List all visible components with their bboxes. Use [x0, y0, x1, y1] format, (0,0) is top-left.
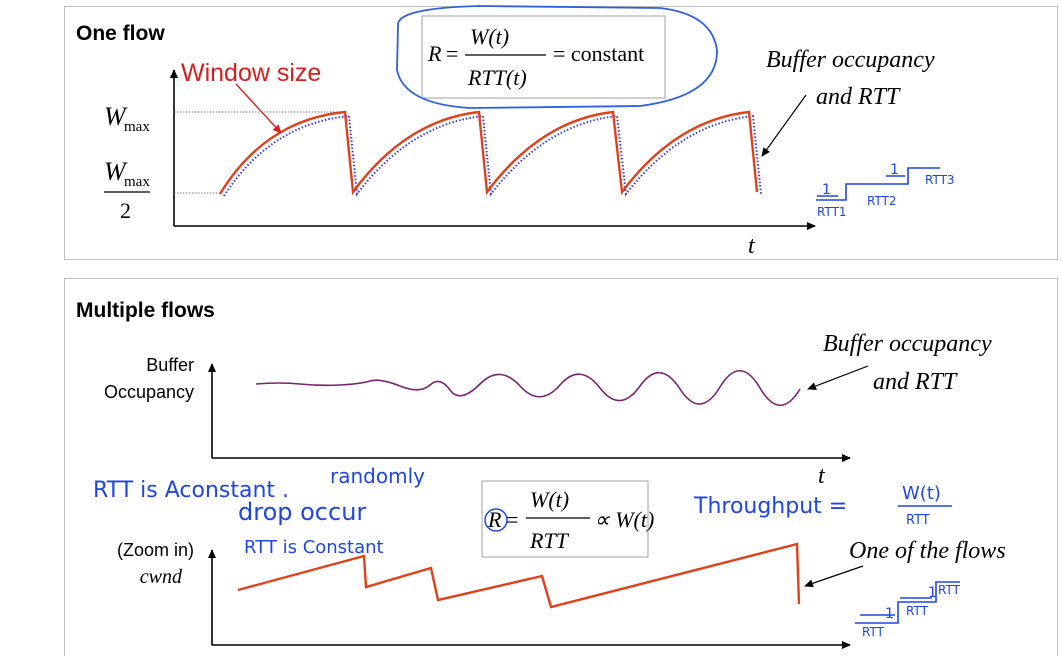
formula-box	[421, 15, 666, 99]
formula-numerator: W(t)	[470, 24, 509, 49]
top-rtt1: RTT1	[817, 205, 847, 219]
top-buffer-label-line1: Buffer occupancy	[766, 47, 935, 73]
bottom-buffer-label-line1: Buffer occupancy	[823, 331, 992, 357]
formula-lhs: R	[427, 41, 442, 66]
note-randomly: randomly	[330, 464, 425, 488]
wmax-half-numerator: W	[104, 157, 128, 186]
bottom-formula-equals: =	[506, 507, 518, 532]
bottom-step-2: 1	[928, 585, 937, 601]
throughput-numerator: W(t)	[902, 483, 941, 504]
multiple-flows-panel	[64, 278, 1058, 656]
formula-equals: =	[446, 41, 458, 66]
formula-circle-annotation	[396, 5, 718, 109]
bottom-rtt-b: RTT	[906, 604, 929, 618]
top-buffer-arrow	[761, 94, 807, 157]
top-buffer-label-line2: and RTT	[816, 84, 901, 110]
wmax-half-sub: max	[124, 174, 150, 190]
bottom-formula-lhs: R	[487, 507, 502, 532]
window-size-label: Window size	[181, 59, 321, 87]
flows-label: One of the flows	[849, 538, 1006, 564]
buffer-y-label-line2: Occupancy	[104, 382, 194, 402]
formula-denominator: RTT(t)	[467, 65, 527, 90]
bottom-step-1: 1	[885, 606, 894, 622]
window-size-curve	[218, 110, 759, 196]
multiple-flows-title: Multiple flows	[76, 299, 215, 322]
cwnd-y-label-line2: cwnd	[140, 566, 183, 588]
buffer-y-label-line1: Buffer	[146, 355, 194, 375]
one-flow-title: One flow	[76, 22, 165, 45]
formula-rhs: = constant	[553, 41, 644, 66]
bottom-formula-numerator: W(t)	[530, 487, 569, 512]
bottom-formula-box	[481, 480, 649, 558]
buffer-x-axis-label: t	[818, 463, 826, 489]
bottom-rtt-a: RTT	[862, 625, 885, 639]
cwnd-y-label-line1: (Zoom in)	[117, 540, 194, 560]
wmax-sub-label: max	[124, 119, 150, 135]
note-rtt-constant: RTT is Aconstant .	[93, 478, 289, 503]
flows-arrow	[804, 565, 864, 588]
bottom-rtt-steps-annotation	[855, 581, 960, 624]
note-rtt-is-constant: RTT is Constant	[244, 537, 384, 558]
bottom-buffer-label-line2: and RTT	[873, 369, 958, 395]
top-rtt2: RTT2	[867, 194, 897, 208]
bottom-rtt-c: RTT	[938, 583, 961, 597]
bottom-formula-rhs: ∝ W(t)	[594, 507, 654, 532]
bottom-formula-denominator: RTT	[529, 528, 570, 553]
bottom-formula-r-circle	[484, 508, 508, 532]
throughput-label: Throughput =	[693, 494, 847, 519]
cwnd-sawtooth	[237, 542, 801, 609]
window-size-arrow	[235, 83, 282, 134]
top-rtt3: RTT3	[925, 173, 955, 187]
top-x-axis-label: t	[748, 233, 756, 259]
rtt-dotted-curve	[223, 114, 762, 197]
top-rtt-steps-annotation	[816, 167, 940, 201]
note-drop-occur: drop occur	[238, 498, 366, 526]
cwnd-x-axis-label: t	[832, 650, 840, 656]
wmax-label: W	[104, 102, 128, 131]
bottom-buffer-arrow	[807, 365, 869, 390]
throughput-denominator: RTT	[906, 513, 930, 528]
top-step-2: 1	[890, 162, 899, 178]
buffer-occupancy-trace	[255, 370, 801, 406]
top-step-1: 1	[822, 182, 831, 198]
wmax-half-denominator: 2	[120, 198, 131, 223]
